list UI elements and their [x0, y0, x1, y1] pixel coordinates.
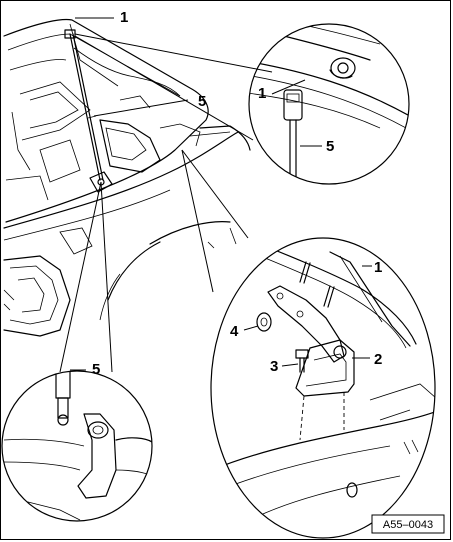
- callout-detail-right-hinge: 2: [374, 351, 382, 368]
- callout-detail-right-bolt: 3: [270, 358, 278, 375]
- callout-labels: 1 5 1 5 1 4 3 2 5: [92, 9, 382, 378]
- reference-code: A55–0043: [383, 519, 433, 531]
- callout-detail-top-bonnet: 1: [258, 85, 266, 102]
- callout-main-strut-body: 5: [198, 93, 206, 110]
- leader-lines: [59, 17, 273, 373]
- callout-main-strut-top: 1: [120, 9, 128, 26]
- callout-detail-top-strut: 5: [326, 138, 334, 155]
- callout-detail-left-strut: 5: [92, 361, 100, 378]
- callout-detail-right-bonnet: 1: [374, 259, 382, 276]
- reference-code-box: A55–0043: [371, 514, 445, 534]
- callout-detail-right-nut: 4: [230, 323, 239, 340]
- vehicle-main-view: [3, 18, 251, 337]
- detail-strut-upper-mount: [248, 23, 410, 185]
- detail-strut-lower-mount: [1, 369, 153, 522]
- detail-bonnet-hinge: [210, 237, 436, 539]
